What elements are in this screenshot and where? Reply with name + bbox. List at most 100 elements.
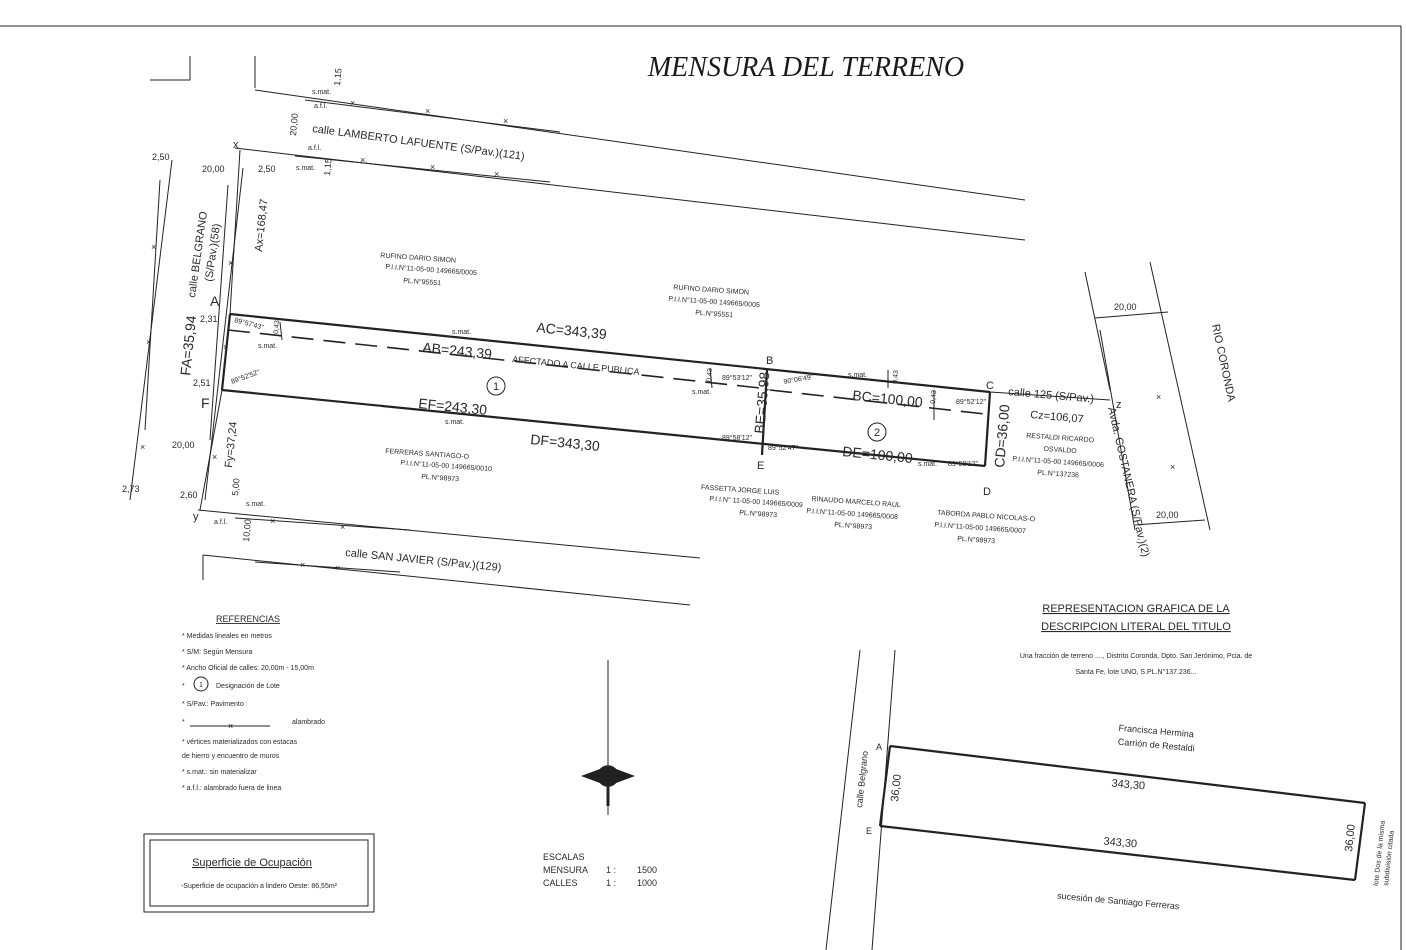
owner-taborda: TABORDA PABLO NICOLAS-O P.I.I.N°11-05-00… xyxy=(934,510,1036,546)
surface-text: -Superficie de ocupación a lindero Oeste… xyxy=(181,883,338,890)
street-125-label: calle 125 (S/Pav.) xyxy=(1008,386,1095,405)
svg-text:90°06'49": 90°06'49" xyxy=(783,373,814,386)
svg-text:1: 1 xyxy=(199,682,203,689)
small-dim: 20,00 xyxy=(1114,302,1137,312)
small-dim: 2,50 xyxy=(152,152,170,162)
title-representation: REPRESENTACION GRAFICA DE LA DESCRIPCION… xyxy=(825,603,1396,950)
svg-text:RUFINO DARIO SIMON: RUFINO DARIO SIMON xyxy=(673,284,749,296)
vertex-E: E xyxy=(757,460,764,472)
owner-fassetta: FASSETTA JORGE LUIS P.I.I.N° 11-05-00 14… xyxy=(701,484,803,519)
svg-text:343,30: 343,30 xyxy=(1103,836,1138,851)
owner-ferreras: FERRERAS SANTIAGO-O P.I.I.N°11-05-00 149… xyxy=(385,448,492,483)
svg-text:343,30: 343,30 xyxy=(1111,778,1146,793)
svg-text:Una fracción de terreno ....,: Una fracción de terreno ...., Distrito C… xyxy=(1020,653,1252,660)
dim-DE: DE=100,00 xyxy=(842,443,914,466)
owner-rufino-east: RUFINO DARIO SIMON P.I.I.N°11-05-00 1496… xyxy=(668,284,760,319)
small-dim: 2,60 xyxy=(180,490,198,500)
svg-text:s.mat.: s.mat. xyxy=(258,343,277,350)
svg-text:×: × xyxy=(300,560,305,570)
line-BC-dashed xyxy=(769,389,986,415)
line-AF xyxy=(220,313,232,391)
svg-text:P.I.I.N°11-05-00 149665/0005: P.I.I.N°11-05-00 149665/0005 xyxy=(668,295,760,309)
svg-text:36,00: 36,00 xyxy=(889,774,904,803)
svg-text:89°52'47": 89°52'47" xyxy=(768,444,798,452)
svg-text:* vértices materializados con: * vértices materializados con estacas xyxy=(182,739,298,746)
svg-text:×: × xyxy=(430,162,435,172)
svg-text:×: × xyxy=(425,106,430,116)
svg-text:×: × xyxy=(503,116,508,126)
line-AB-dashed xyxy=(227,329,761,389)
vertex-z: z xyxy=(1116,399,1122,411)
svg-text:FERRERAS SANTIAGO-O: FERRERAS SANTIAGO-O xyxy=(385,448,470,461)
corner-mark xyxy=(150,56,191,81)
small-dim: 1,15 xyxy=(322,158,333,176)
svg-text:P.I.I.N°11-05-00 149665/0006: P.I.I.N°11-05-00 149665/0006 xyxy=(1012,455,1104,469)
svg-text:1 :: 1 : xyxy=(606,865,616,875)
svg-text:alambrado: alambrado xyxy=(292,719,325,726)
svg-text:PL.N°98973: PL.N°98973 xyxy=(739,509,777,520)
svg-text:PL.N°98973: PL.N°98973 xyxy=(834,521,872,532)
fence-marks: ××× ××× ××× ××× ×××× ×× xyxy=(140,98,1175,573)
svg-text:REPRESENTACION GRAFICA DE LA: REPRESENTACION GRAFICA DE LA xyxy=(1042,603,1230,615)
svg-text:* s.mat.: sin materializar: * s.mat.: sin materializar xyxy=(182,769,257,776)
svg-text:s.mat.: s.mat. xyxy=(246,501,265,508)
dim-AB: AB=243,39 xyxy=(422,339,493,362)
svg-text:×: × xyxy=(335,563,340,573)
small-dim: 0,43 xyxy=(930,390,938,404)
dim-Cz: Cz=106,07 xyxy=(1030,409,1084,426)
small-dim: 2,50 xyxy=(258,164,276,174)
small-dim: 10,00 xyxy=(241,519,253,542)
svg-text:1500: 1500 xyxy=(637,865,657,875)
svg-text:s.mat.: s.mat. xyxy=(296,165,315,172)
svg-text:RUFINO DARIO SIMON: RUFINO DARIO SIMON xyxy=(380,252,456,264)
line-BE xyxy=(760,369,769,456)
svg-text:s.mat.: s.mat. xyxy=(848,372,867,379)
vertex-labels: A B C D E F x y z xyxy=(193,139,1122,523)
svg-text:Santa Fe, lote UNO, S.PL.N°137: Santa Fe, lote UNO, S.PL.N°137.236... xyxy=(1075,668,1196,676)
svg-text:s.mat.: s.mat. xyxy=(312,89,331,96)
svg-text:TABORDA PABLO NICOLAS-O: TABORDA PABLO NICOLAS-O xyxy=(937,510,1036,524)
svg-text:×: × xyxy=(340,522,345,532)
svg-text:* Medidas lineales en metros: * Medidas lineales en metros xyxy=(182,633,272,640)
svg-text:PL.N°98973: PL.N°98973 xyxy=(421,473,459,484)
main-dimensions: AC=343,39 AB=243,39 BC=100,00 EF=243,30 … xyxy=(177,198,1094,468)
svg-text:89°53'12": 89°53'12" xyxy=(722,374,752,382)
lot-1-symbol: 1 xyxy=(486,376,506,396)
svg-text:* Ancho Oficial de calles: 20: * Ancho Oficial de calles: 20,00m - 15,0… xyxy=(182,665,314,672)
svg-text:P.I.I.N° 11-05-00 149665/0009: P.I.I.N° 11-05-00 149665/0009 xyxy=(709,495,803,510)
dim-Ax: Ax=168,47 xyxy=(253,198,270,252)
surface-box: Superficie de Ocupación -Superficie de o… xyxy=(143,833,375,913)
small-dim: 0,43 xyxy=(273,320,281,334)
svg-text:×: × xyxy=(270,516,275,526)
svg-text:89°52'52": 89°52'52" xyxy=(230,368,261,386)
svg-text:×: × xyxy=(212,452,217,462)
svg-text:36,00: 36,00 xyxy=(1343,824,1358,853)
vertex-F: F xyxy=(201,395,210,411)
svg-text:ESCALAS: ESCALAS xyxy=(543,852,585,862)
small-dim: 0,43 xyxy=(706,368,714,382)
dim-EF: EF=243,30 xyxy=(418,395,488,418)
svg-text:P.I.I.N°11-05-00 149665/0008: P.I.I.N°11-05-00 149665/0008 xyxy=(806,507,898,521)
small-dim: 0,43 xyxy=(892,370,900,384)
svg-text:89°58'12": 89°58'12" xyxy=(948,460,978,468)
svg-text:89°57'43": 89°57'43" xyxy=(233,316,265,332)
svg-text:89°58'12": 89°58'12" xyxy=(722,434,752,442)
dim-BE: BE=35,98 xyxy=(751,371,772,434)
svg-text:1000: 1000 xyxy=(637,878,657,888)
svg-text:RINAUDO MARCELO RAUL: RINAUDO MARCELO RAUL xyxy=(811,496,901,509)
svg-text:OSVALDO: OSVALDO xyxy=(1043,446,1077,455)
svg-text:89°52'12": 89°52'12" xyxy=(956,398,986,406)
parcel-lines xyxy=(199,149,1111,511)
small-dim: 20,00 xyxy=(172,440,195,450)
line-CD xyxy=(983,391,992,467)
svg-text:* a.f.l.: alambrado fuera de l: * a.f.l.: alambrado fuera de linea xyxy=(182,785,281,792)
lot-2-symbol: 2 xyxy=(867,422,887,442)
small-dim: 5,00 xyxy=(230,478,241,496)
svg-text:Carrión de Restaldi: Carrión de Restaldi xyxy=(1117,737,1195,754)
street-lamberto: calle LAMBERTO LAFUENTE (S/Pav.)(121) xyxy=(234,89,1026,241)
dim-FA: FA=35,94 xyxy=(177,314,199,376)
svg-text:FASSETTA JORGE LUIS: FASSETTA JORGE LUIS xyxy=(701,484,780,496)
svg-text:s.mat.: s.mat. xyxy=(445,419,464,426)
owner-rinaudo: RINAUDO MARCELO RAUL P.I.I.N°11-05-00 14… xyxy=(806,496,901,531)
affected-label: AFECTADO A CALLE PUBLICA xyxy=(512,354,640,377)
